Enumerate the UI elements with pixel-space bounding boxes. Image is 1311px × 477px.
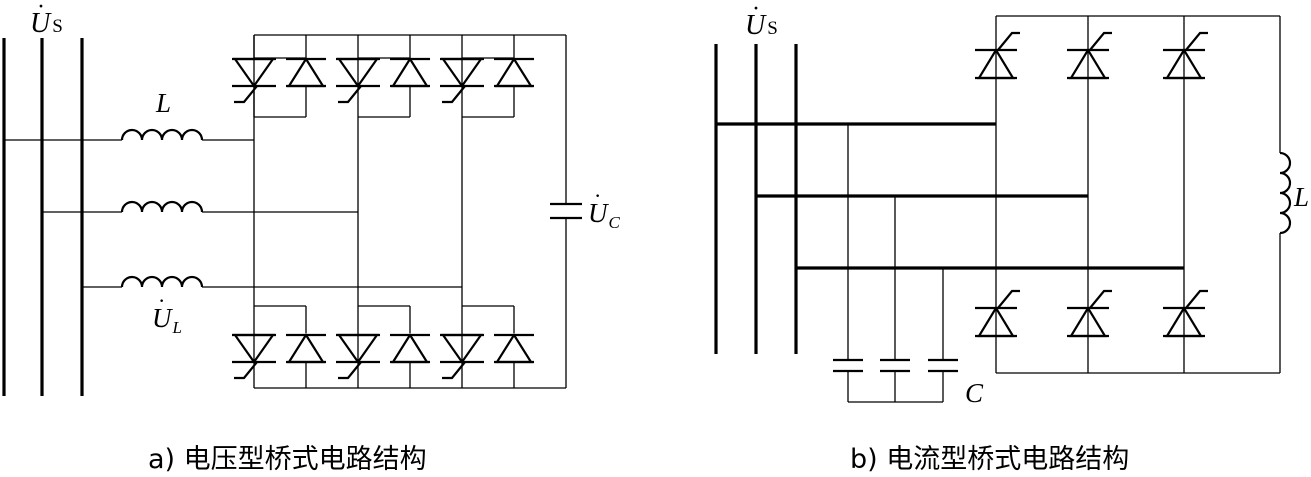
lower-switch-leg-2	[334, 305, 432, 388]
upper-thyristors-b	[973, 31, 1210, 80]
caption-a: a) 电压型桥式电路结构	[148, 444, 427, 475]
inductor-1	[120, 128, 204, 141]
svg-text:·: ·	[594, 183, 601, 208]
svg-text:·: ·	[752, 0, 760, 22]
dc-link-inductor	[1279, 151, 1292, 235]
capacitor-label: C	[965, 378, 984, 408]
inductor-2	[120, 200, 204, 213]
upper-switch-leg-2	[334, 35, 432, 118]
filter-capacitor-bank	[833, 358, 958, 373]
dot-mark: ·	[37, 0, 45, 20]
capacitor-voltage-label: UC	[588, 198, 621, 232]
svg-text:·: ·	[158, 288, 165, 313]
upper-switch-leg-1	[230, 35, 328, 118]
upper-switch-leg-3	[438, 35, 536, 118]
lower-thyristors-b	[973, 289, 1210, 338]
inductor-label: L	[155, 88, 171, 118]
inductor-voltage-label: UL	[152, 303, 182, 337]
caption-b: b) 电流型桥式电路结构	[850, 444, 1129, 475]
inductor-label-b: L	[1293, 182, 1309, 212]
inductor-3	[120, 275, 204, 288]
lower-switch-leg-1	[230, 305, 328, 388]
lower-switch-leg-3	[438, 305, 536, 388]
